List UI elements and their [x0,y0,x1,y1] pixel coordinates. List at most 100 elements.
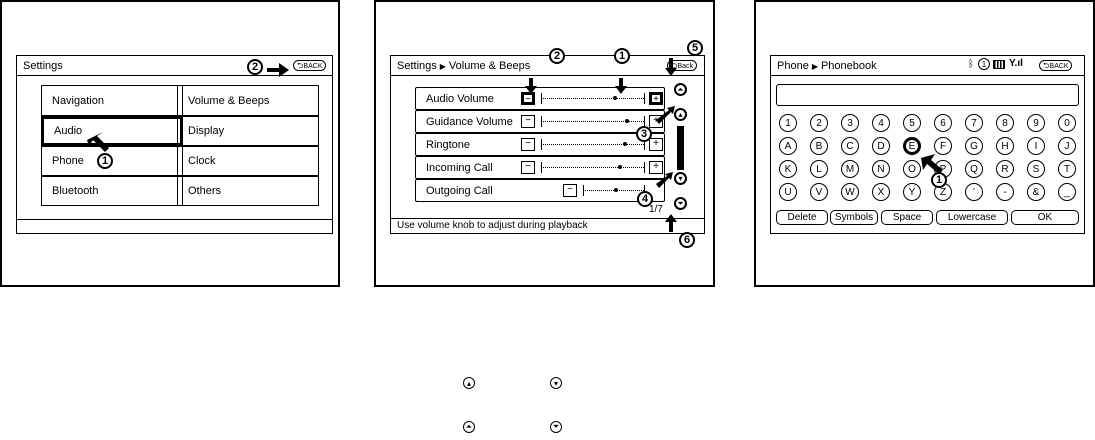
chevron-up-icon: ▴ [463,377,475,389]
key-l[interactable]: L [810,160,828,178]
key-9[interactable]: 9 [1027,114,1045,132]
key-0[interactable]: 0 [1058,114,1076,132]
key-b[interactable]: B [810,137,828,155]
volume-row[interactable]: Outgoing Call [415,179,665,202]
key-i[interactable]: I [1027,137,1045,155]
volume-decrease-button[interactable]: − [521,138,535,151]
breadcrumb-current: Phonebook [820,60,877,72]
menu-item-volume-beeps[interactable]: Volume & Beeps [177,85,319,116]
slider-max-tick [644,116,645,127]
symbols-key[interactable]: Symbols [830,210,878,225]
volume-row[interactable]: Incoming Call [415,156,665,179]
key-s[interactable]: S [1027,160,1045,178]
key-symbol[interactable]: & [1027,183,1045,201]
key-u[interactable]: U [779,183,797,201]
lowercase-key[interactable]: Lowercase [936,210,1008,225]
key-3[interactable]: 3 [841,114,859,132]
scrollbar-thumb[interactable] [678,127,683,169]
volume-decrease-button[interactable]: − [521,115,535,128]
key-1[interactable]: 1 [779,114,797,132]
key-w[interactable]: W [841,183,859,201]
key-6[interactable]: 6 [934,114,952,132]
menu-item-display[interactable]: Display [177,116,319,146]
volume-decrease-button[interactable]: − [521,161,535,174]
key-4[interactable]: 4 [872,114,890,132]
space-key[interactable]: Space [881,210,933,225]
volume-slider-track[interactable] [543,144,644,145]
key-e[interactable]: E [903,137,921,155]
back-button[interactable]: ⮌Back [667,60,697,71]
volume-slider-knob[interactable] [613,96,618,100]
volume-slider-track[interactable] [543,167,644,168]
key-symbol[interactable]: _ [1058,183,1076,201]
page-indicator: 1/7 [649,204,663,215]
volume-slider-knob[interactable] [618,165,623,169]
volume-slider-knob[interactable] [613,188,618,192]
key-7[interactable]: 7 [965,114,983,132]
key-h[interactable]: H [996,137,1014,155]
page-down-button[interactable]: ⏷ [674,197,687,210]
menu-item-phone[interactable]: Phone [41,146,183,176]
key-j[interactable]: J [1058,137,1076,155]
scroll-down-button[interactable]: ▾ [674,172,687,185]
key-c[interactable]: C [841,137,859,155]
key-5[interactable]: 5 [903,114,921,132]
menu-item-bluetooth[interactable]: Bluetooth [41,176,183,206]
delete-key[interactable]: Delete [776,210,828,225]
key-symbol[interactable]: ' [965,183,983,201]
pointer-arrows [921,154,943,174]
volume-row-label: Outgoing Call [426,184,493,197]
volume-row[interactable]: Audio Volume [415,87,665,110]
volume-slider-knob[interactable] [625,119,630,123]
back-button[interactable]: ⮌BACK [293,60,327,71]
signal-icon: Y.ıl [1009,58,1023,69]
key-2[interactable]: 2 [810,114,828,132]
key-q[interactable]: Q [965,160,983,178]
key-o[interactable]: O [903,160,921,178]
breadcrumb-parent: Phone [777,60,809,72]
key-k[interactable]: K [779,160,797,178]
volume-slider-knob[interactable] [623,142,628,146]
arrow-icon [87,132,109,152]
volume-row[interactable]: Ringtone [415,133,665,156]
volume-increase-button[interactable]: + [649,161,663,174]
key-g[interactable]: G [965,137,983,155]
key-symbol[interactable]: - [996,183,1014,201]
key-r[interactable]: R [996,160,1014,178]
key-x[interactable]: X [872,183,890,201]
menu-item-label: Others [188,185,222,197]
search-input[interactable] [776,84,1079,106]
menu-item-navigation[interactable]: Navigation [41,85,183,116]
key-t[interactable]: T [1058,160,1076,178]
key-a[interactable]: A [779,137,797,155]
volume-slider-track[interactable] [543,121,644,122]
volume-increase-button[interactable]: + [649,138,663,151]
menu-item-others[interactable]: Others [177,176,319,206]
menu-item-clock[interactable]: Clock [177,146,319,176]
scroll-up-button[interactable]: ▴ [674,108,687,121]
menu-item-audio[interactable]: Audio [41,116,183,146]
key-m[interactable]: M [841,160,859,178]
callout-1: 1 [931,172,947,188]
scrollbar[interactable] [677,126,684,170]
key-f[interactable]: F [934,137,952,155]
key-d[interactable]: D [872,137,890,155]
callout-1: 1 [97,153,113,169]
volume-decrease-button[interactable]: − [563,184,577,197]
volume-slider-track[interactable] [543,98,644,99]
ok-key[interactable]: OK [1011,210,1079,225]
back-button[interactable]: ⮌BACK [1039,60,1073,71]
callout-4: 4 [637,191,653,207]
volume-decrease-button[interactable]: − [521,92,535,105]
key-v[interactable]: V [810,183,828,201]
key-8[interactable]: 8 [996,114,1014,132]
volume-increase-button[interactable]: + [649,92,663,105]
page-up-button[interactable]: ⏶ [674,83,687,96]
double-chevron-down-icon: ⏷ [550,421,562,433]
key-n[interactable]: N [872,160,890,178]
settings-screen: Settings ⮌BACK Navigation Audio Phone Bl… [16,55,333,234]
volume-row[interactable]: Guidance Volume [415,110,665,133]
key-y[interactable]: Y [903,183,921,201]
